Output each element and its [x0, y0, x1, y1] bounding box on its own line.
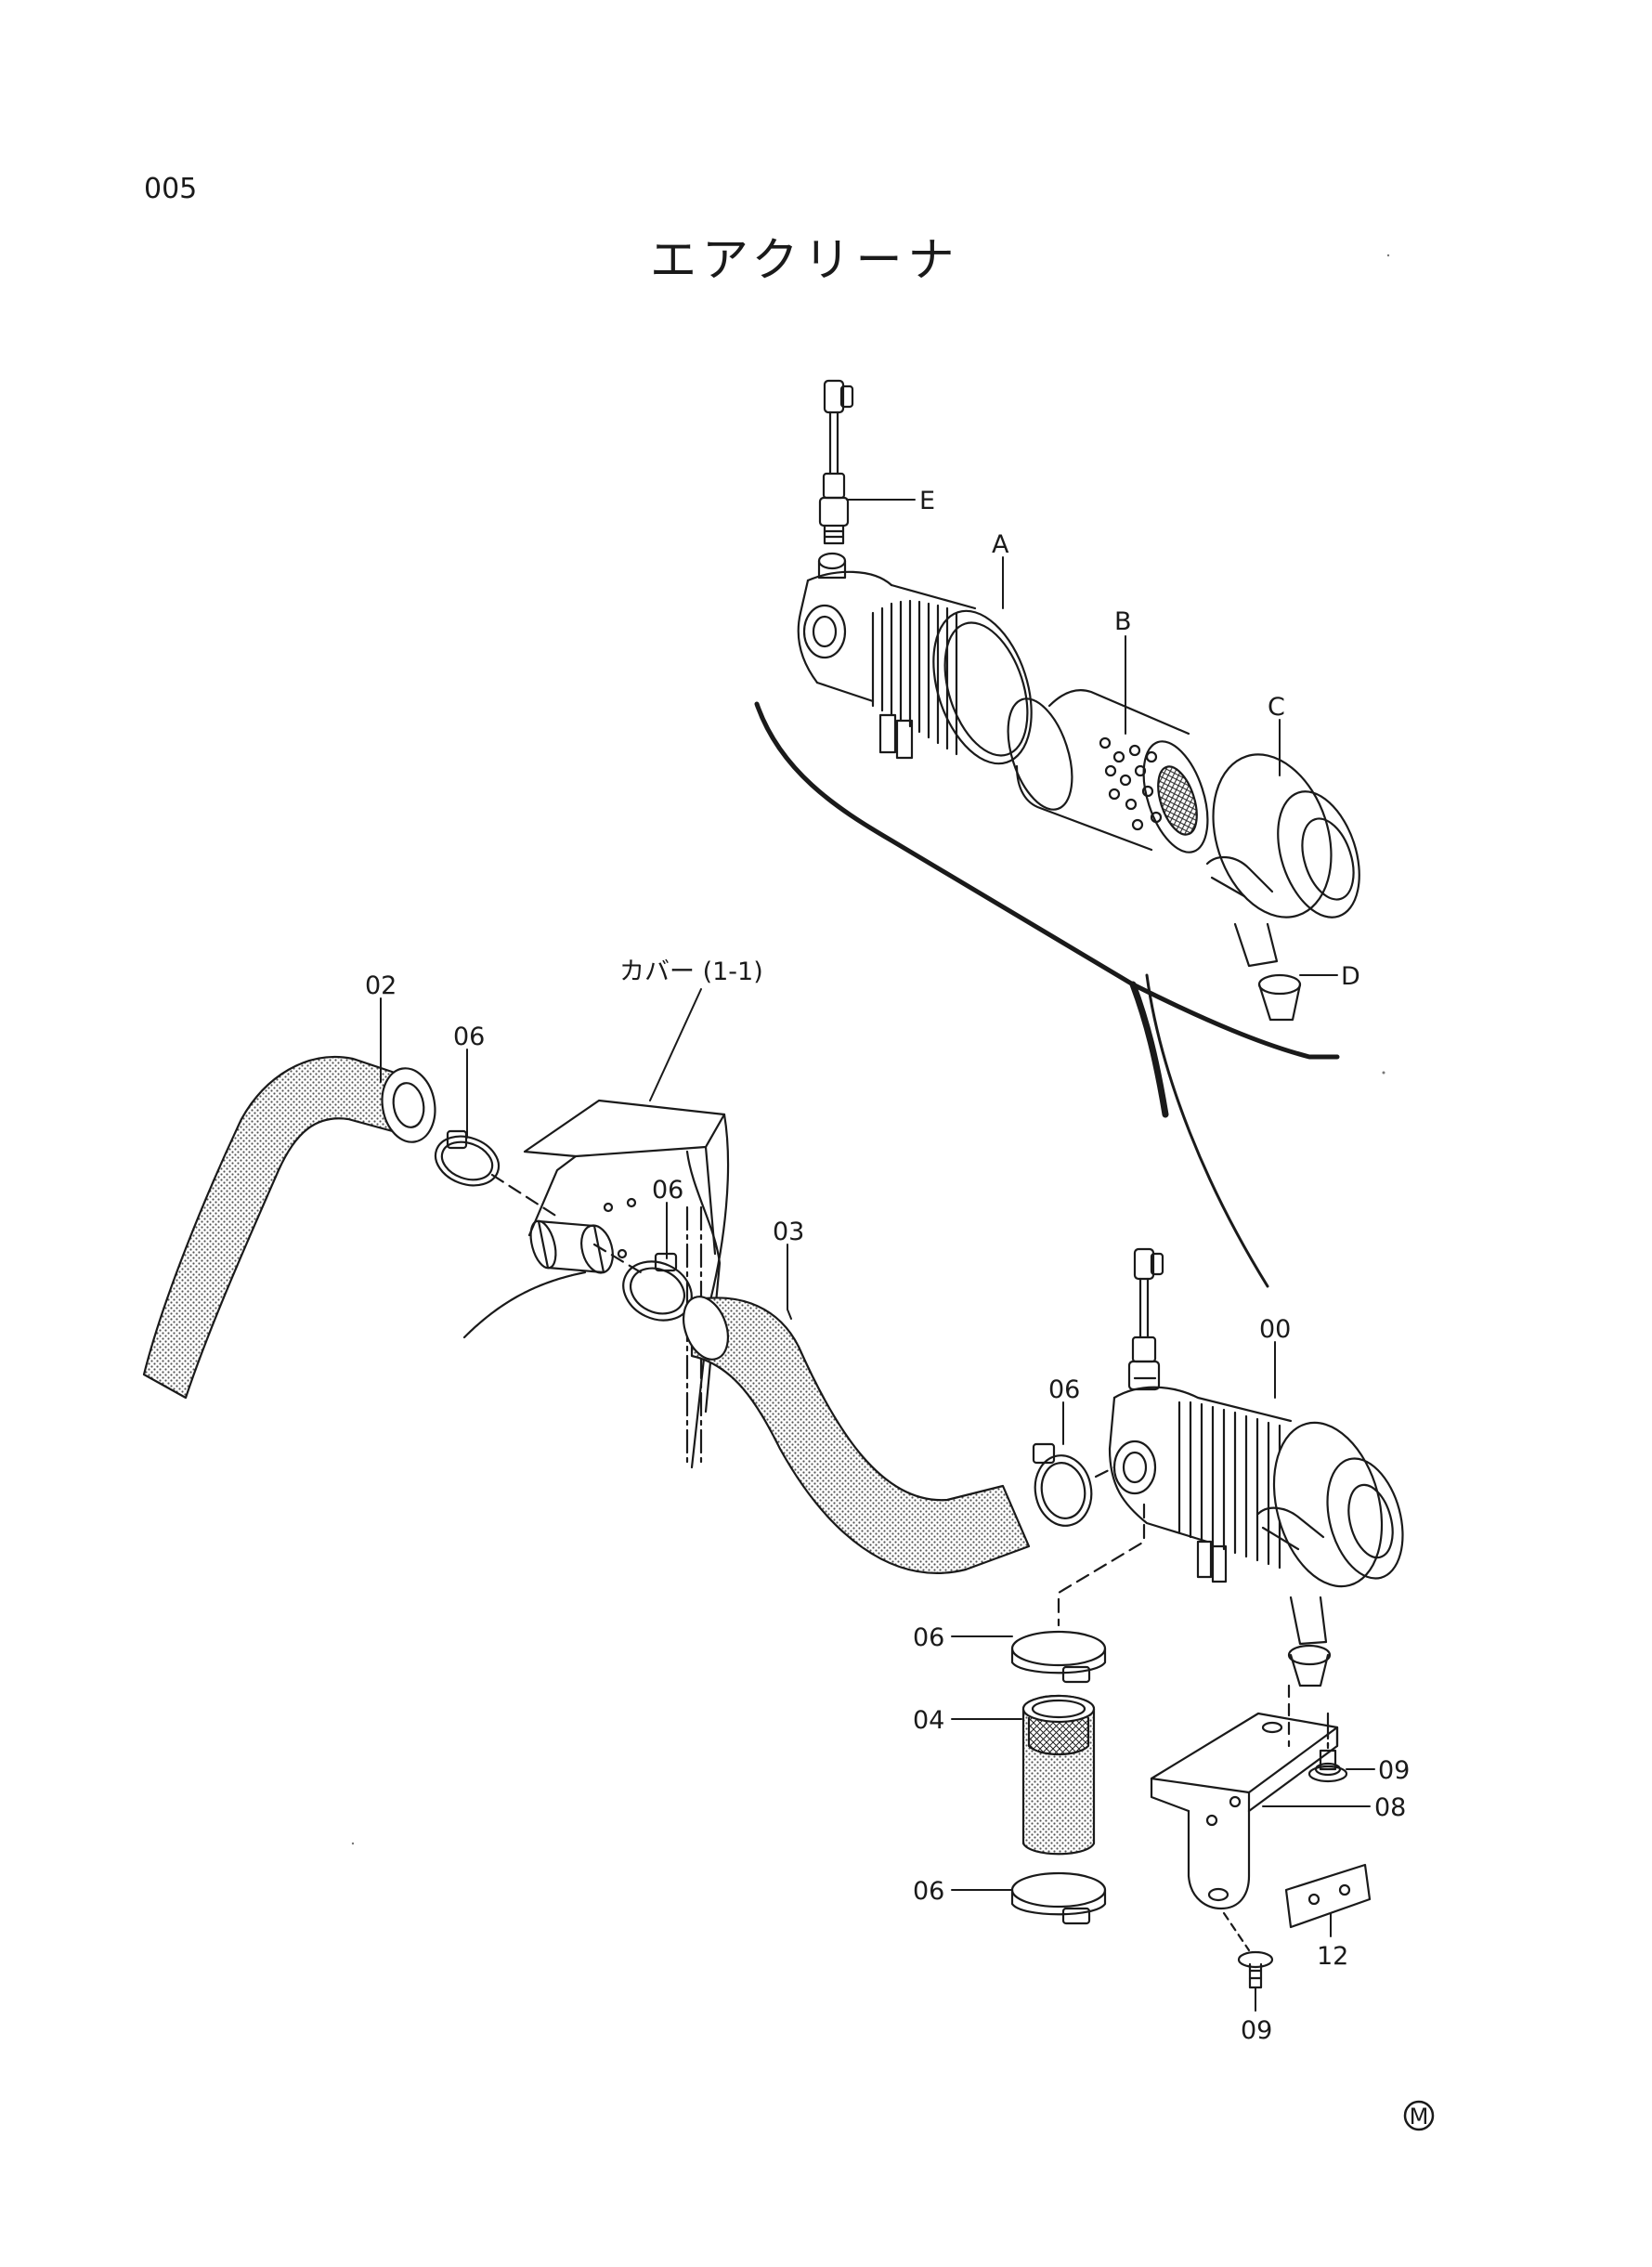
page-number: 005 — [144, 173, 198, 205]
callout-00: 00 — [1259, 1315, 1291, 1344]
callout-03: 03 — [773, 1218, 804, 1246]
callout-leaders — [380, 499, 1375, 2012]
restriction-indicator-sensor — [1127, 1247, 1164, 1391]
callout-02: 02 — [365, 971, 397, 1000]
cover-edge — [462, 1270, 587, 1339]
vacuator-valve-detail — [1257, 973, 1302, 1022]
hose-clamp-06-e — [1010, 1871, 1107, 1925]
detail-bubble-outline — [754, 701, 1340, 1288]
dust-cap-detail — [1205, 753, 1360, 968]
m-mark: M — [1410, 2104, 1429, 2130]
callout-B: B — [1114, 607, 1132, 636]
filter-element-detail — [1007, 689, 1209, 853]
hose-04 — [1021, 1694, 1096, 1856]
callout-06-b: 06 — [652, 1176, 683, 1205]
callout-E: E — [919, 487, 935, 515]
callout-06-a: 06 — [453, 1023, 485, 1051]
plate-12 — [1284, 1863, 1372, 1929]
bolt-09-b — [1237, 1950, 1274, 1989]
hose-03 — [690, 1296, 1031, 1574]
leader-dashed-1 — [1057, 1503, 1146, 1627]
hose-clamp-06-d — [1010, 1630, 1107, 1684]
air-cleaner-housing-detail — [797, 552, 1033, 765]
page-title: エアクリーナ — [650, 233, 960, 287]
callout-D: D — [1341, 962, 1360, 991]
callout-06-d: 06 — [913, 1623, 944, 1652]
callout-09-a: 09 — [1378, 1756, 1410, 1785]
callout-cover: カバー (1-1) — [619, 958, 763, 986]
mounting-bracket-08 — [1150, 1712, 1339, 1910]
callout-C: C — [1268, 693, 1285, 722]
pipe-sleeve — [529, 1219, 614, 1274]
callout-12: 12 — [1317, 1942, 1348, 1971]
callout-09-b: 09 — [1241, 2016, 1272, 2045]
bolt-09-a — [1307, 1749, 1348, 1783]
m-mark-circle — [1403, 2100, 1435, 2131]
hose-clamp-06-c — [1032, 1442, 1093, 1527]
callout-06-c: 06 — [1048, 1375, 1080, 1404]
callout-04: 04 — [913, 1706, 944, 1735]
restriction-indicator-sensor-detail — [818, 379, 854, 545]
air-cleaner-housing-assembly — [1108, 1386, 1404, 1687]
hose-02 — [142, 1056, 410, 1400]
hose-clamp-06-a — [434, 1129, 501, 1187]
callout-08: 08 — [1374, 1793, 1406, 1822]
callout-06-e: 06 — [913, 1877, 944, 1906]
cover-bracket — [523, 1099, 730, 1469]
callout-A: A — [992, 530, 1009, 559]
